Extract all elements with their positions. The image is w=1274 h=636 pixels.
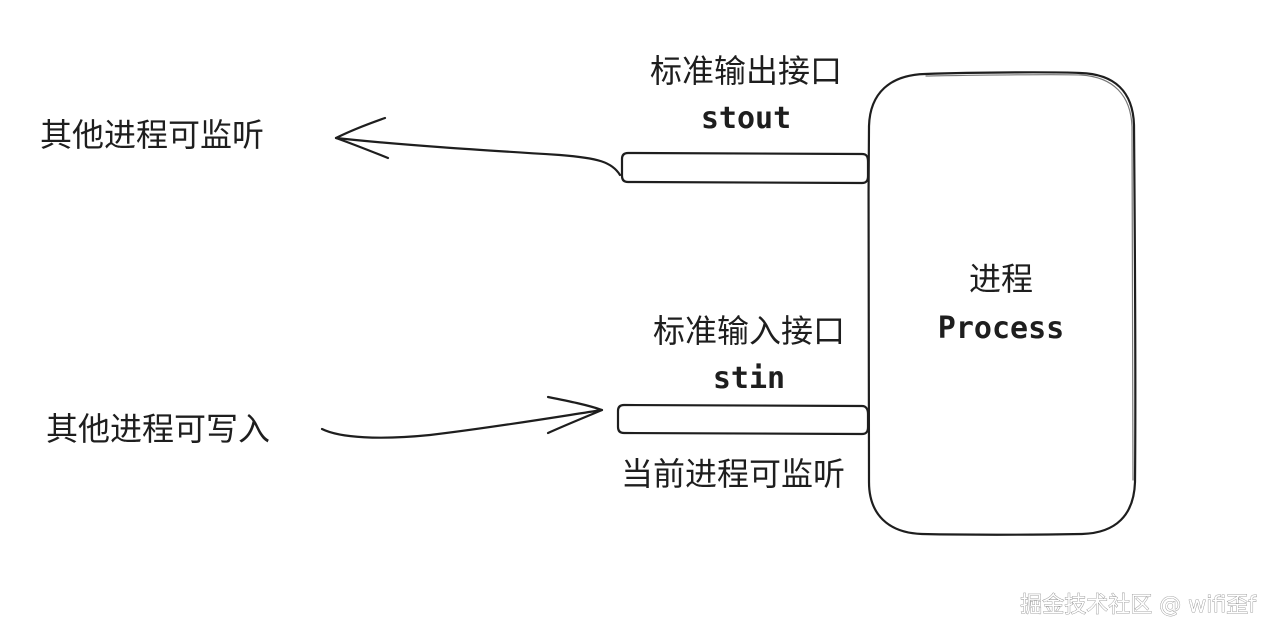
process-title-en: Process [938, 311, 1064, 346]
stdout-pipe [620, 151, 870, 185]
process-title-cn: 进程 [969, 260, 1033, 298]
stdin-note: 当前进程可监听 [621, 455, 845, 493]
watermark: 掘金技术社区 @ wifi歪f [1020, 593, 1257, 618]
stdin-label-cn: 标准输入接口 [653, 312, 845, 350]
stdin-arrow [320, 395, 604, 439]
process-box: 进程 Process [867, 71, 1137, 536]
stdin-source-label: 其他进程可写入 [46, 410, 270, 448]
stdout-label-cn: 标准输出接口 [650, 52, 842, 90]
stdout-target-label: 其他进程可监听 [40, 116, 264, 154]
stdout-arrow [334, 116, 622, 177]
stdin-label-en: stin [713, 361, 785, 396]
stdout-label-en: stout [701, 101, 791, 136]
stdin-pipe [616, 403, 870, 436]
